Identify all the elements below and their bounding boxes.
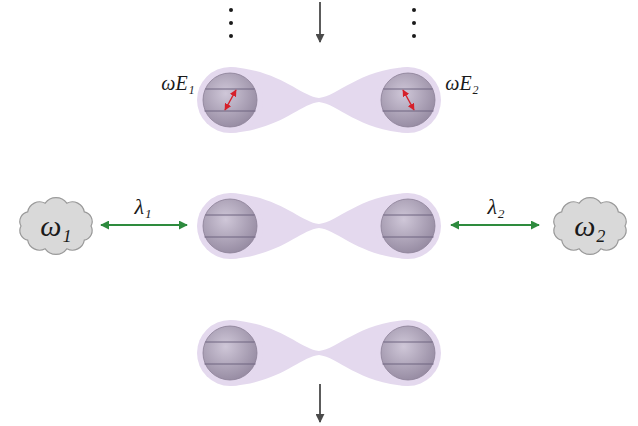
cavity-pair xyxy=(197,193,441,259)
energy-level xyxy=(383,111,434,112)
energy-level xyxy=(205,342,254,343)
cavity-pair xyxy=(197,67,441,133)
dot xyxy=(412,21,416,25)
cloud-shape xyxy=(554,198,626,255)
bath-cloud: ω₂ xyxy=(547,194,633,258)
bath-frequency: ω₂ xyxy=(574,211,606,241)
bath-cloud: ω₁ xyxy=(13,194,99,258)
dot xyxy=(229,8,233,12)
cavity-halo xyxy=(375,193,441,259)
coupling-arrow xyxy=(451,224,539,226)
coupling-strength: λ₁ xyxy=(134,196,151,218)
transition-frequency: ωE₂ xyxy=(445,73,478,93)
coupling-strength: λ₂ xyxy=(487,196,504,218)
energy-level xyxy=(383,364,434,365)
qubit-sphere xyxy=(381,326,435,380)
qubit-sphere xyxy=(203,73,257,127)
qubit-sphere xyxy=(381,73,435,127)
energy-level xyxy=(205,89,254,90)
cavity-halo xyxy=(375,320,441,386)
flow-arrow xyxy=(319,384,321,422)
energy-level xyxy=(383,215,432,216)
dot xyxy=(412,34,416,38)
cloud-shape xyxy=(20,198,92,255)
transition-arrow xyxy=(225,90,236,110)
energy-level xyxy=(383,89,432,90)
cavity-halo xyxy=(197,320,263,386)
dot xyxy=(412,8,416,12)
transition-frequency: ωE₁ xyxy=(161,73,194,93)
flow-arrow xyxy=(319,2,321,42)
qubit-sphere xyxy=(381,199,435,253)
qubit-sphere xyxy=(203,326,257,380)
cavity-halo xyxy=(375,67,441,133)
energy-level xyxy=(205,111,256,112)
energy-level xyxy=(383,237,434,238)
dot xyxy=(229,21,233,25)
qubit-sphere xyxy=(203,199,257,253)
energy-level xyxy=(205,237,256,238)
transition-arrow xyxy=(403,90,414,110)
energy-level xyxy=(205,364,256,365)
energy-level xyxy=(205,215,254,216)
cavity-pair xyxy=(197,320,441,386)
continuation-dots xyxy=(229,8,416,38)
cavity-halo xyxy=(197,193,263,259)
coupling-arrow xyxy=(101,224,187,226)
dot xyxy=(229,34,233,38)
energy-level xyxy=(383,342,432,343)
cavity-halo xyxy=(197,67,263,133)
bath-frequency: ω₁ xyxy=(40,211,72,241)
